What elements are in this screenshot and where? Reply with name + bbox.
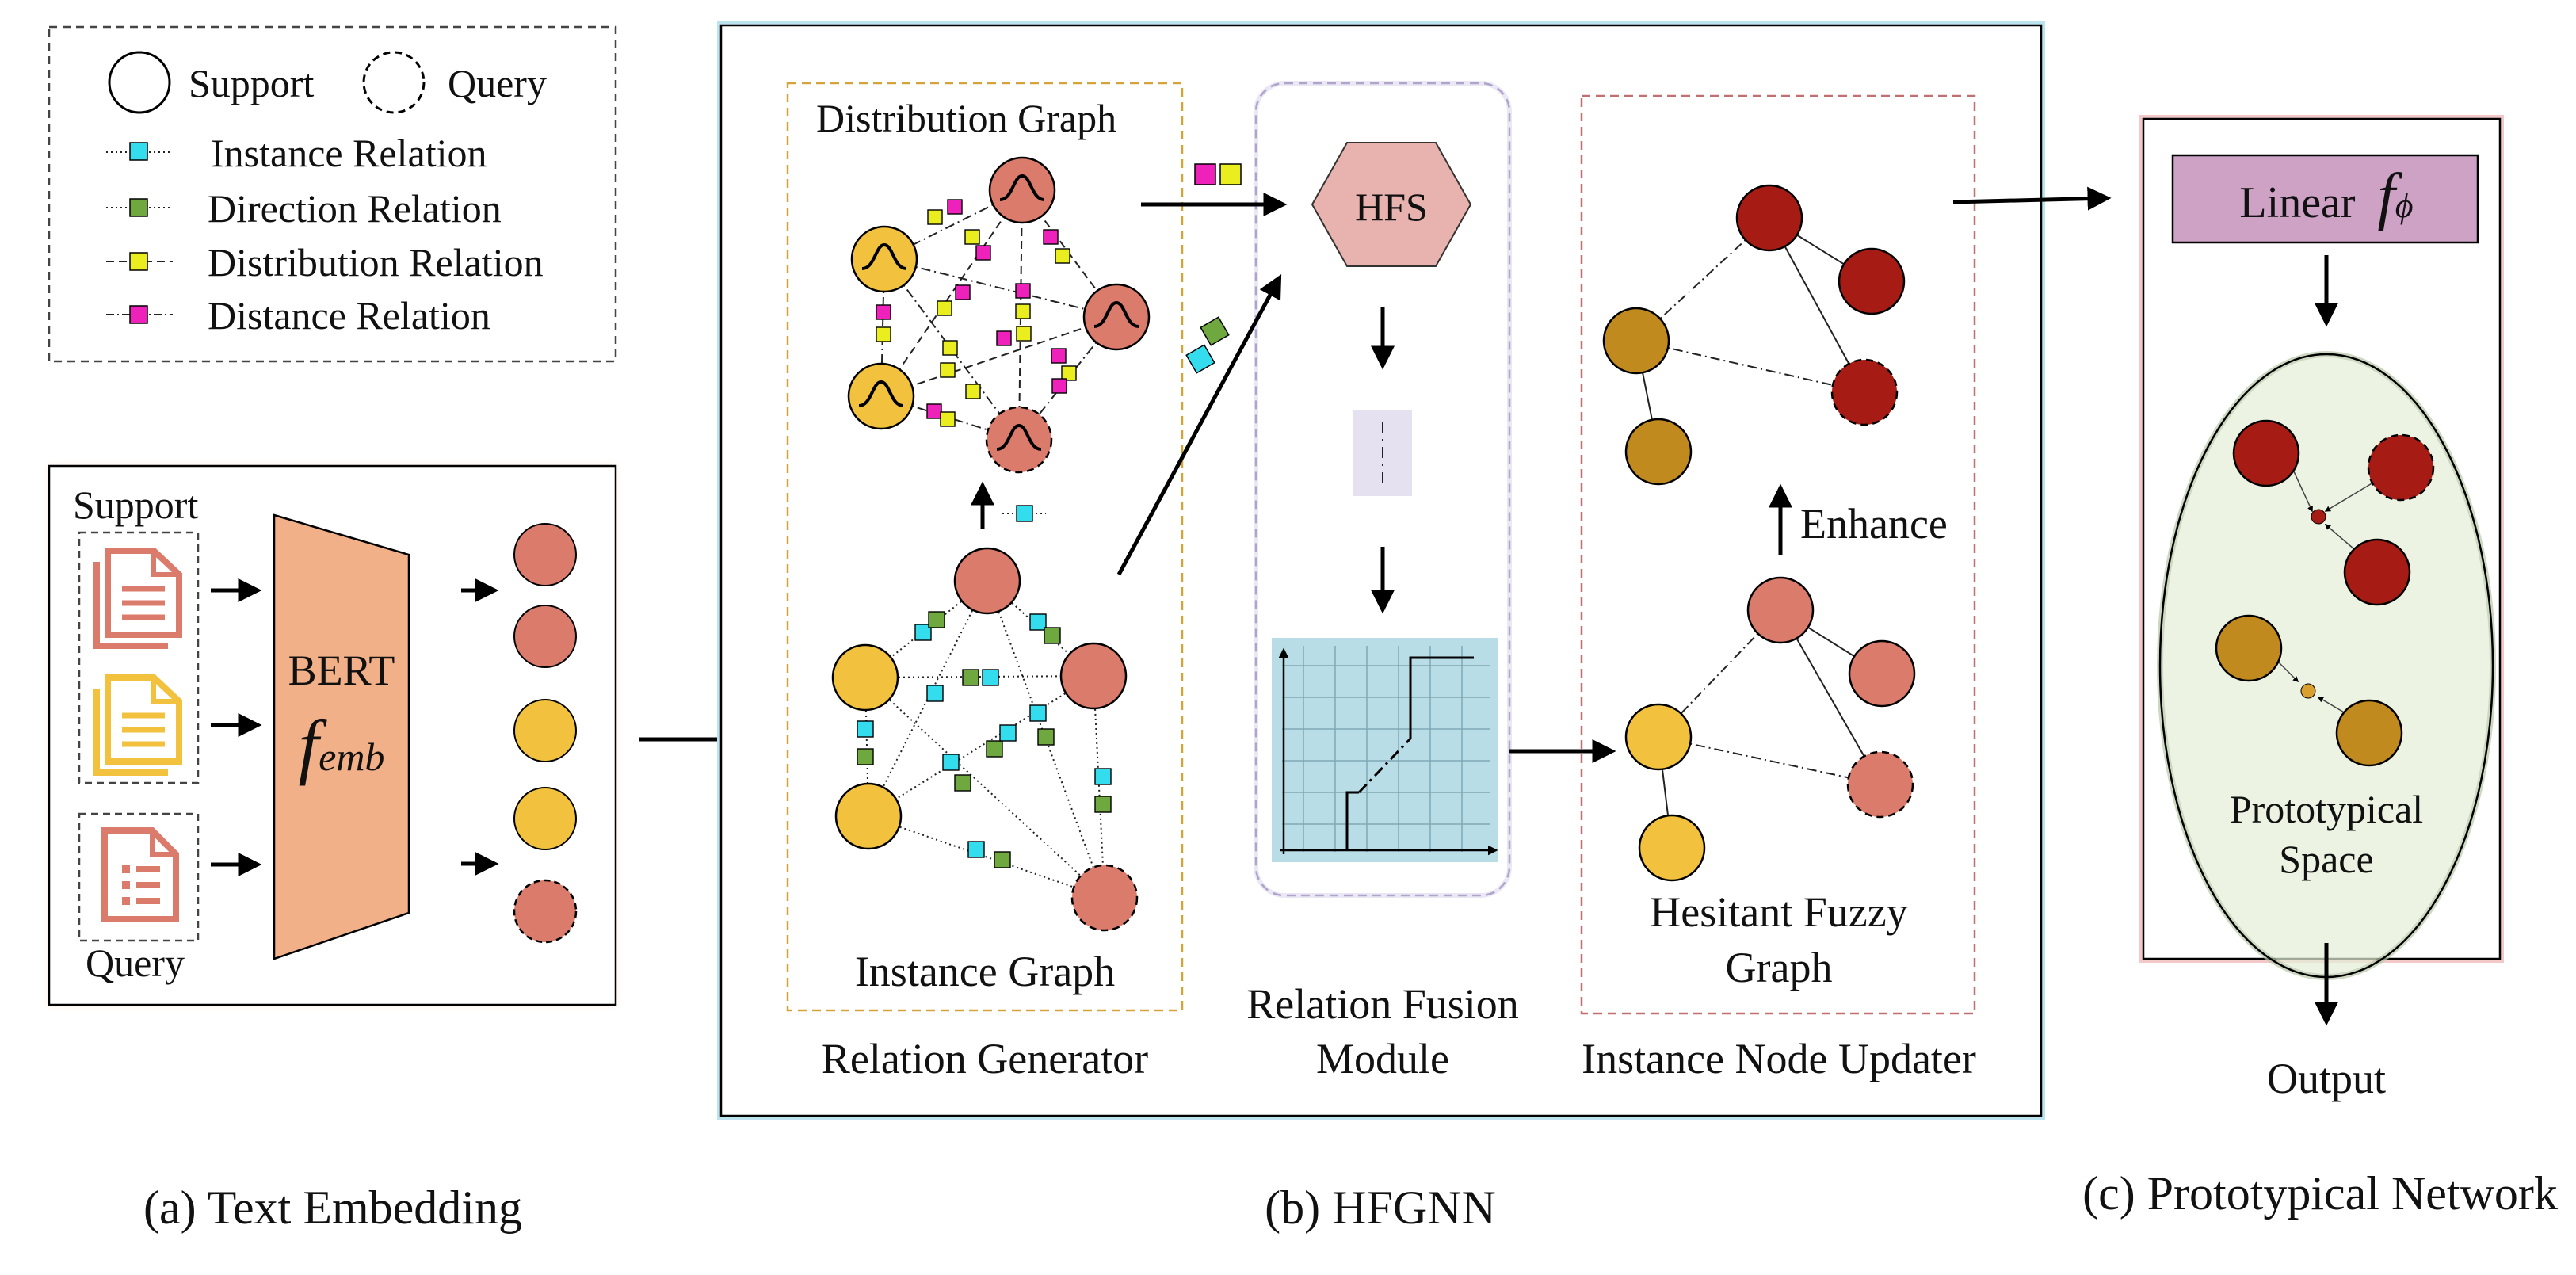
text-embedding-panel <box>48 464 617 1006</box>
instance-node-updater-label: Instance Node Updater <box>1582 1035 1976 1082</box>
class-prototype-point <box>2300 683 2316 699</box>
legend-instance-relation-swatch <box>129 142 148 161</box>
embedding-node <box>513 523 577 586</box>
fuzzy-graph-before <box>1624 576 1916 882</box>
enhanced-node <box>1735 184 1803 252</box>
prototypical-space-label-line2: Space <box>2279 837 2374 881</box>
fuzzy-node <box>1624 703 1693 771</box>
embedding-node <box>513 699 577 762</box>
prototype-node <box>2343 538 2411 606</box>
embedding-node <box>513 605 577 668</box>
class-prototype-point <box>2311 509 2326 525</box>
instance-graph <box>831 547 1139 932</box>
fuzzy-graph-enhanced <box>1602 184 1906 486</box>
enhance-label: Enhance <box>1800 500 1948 548</box>
support-document-icon <box>93 548 182 649</box>
legend-support-label: Support <box>189 61 315 105</box>
instance-node <box>834 782 903 850</box>
legend-distribution-relation-swatch <box>129 252 148 271</box>
legend-query-label: Query <box>448 61 547 105</box>
instance-node <box>831 643 899 712</box>
prototypical-panel <box>2139 115 2504 1026</box>
output-label: Output <box>2266 1055 2387 1102</box>
support-label: Support <box>73 483 199 527</box>
fuzzy-query-node <box>1846 750 1914 819</box>
instance-graph-label: Instance Graph <box>854 948 1116 995</box>
hesitant-fuzzy-label-line1: Hesitant Fuzzy <box>1650 888 1908 936</box>
distribution-graph <box>847 156 1151 474</box>
f-emb-f: f <box>298 705 319 786</box>
enhanced-node <box>1838 247 1906 315</box>
fuzzy-node <box>1746 576 1815 644</box>
legend-box <box>48 25 617 363</box>
relation-generator-label: Relation Generator <box>821 1035 1149 1082</box>
prototype-node <box>2215 614 2283 682</box>
query-label: Query <box>86 941 185 985</box>
hfs-hexagon <box>1311 142 1472 267</box>
enhanced-query-node <box>1830 358 1899 426</box>
distribution-query-node <box>985 406 1053 474</box>
distribution-node <box>847 362 915 430</box>
caption-text-embedding: (a) Text Embedding <box>143 1181 522 1234</box>
hfgnn-panel <box>717 21 2045 1120</box>
linear-text: Linear <box>2239 178 2356 227</box>
f-emb-subscript: emb <box>319 735 385 779</box>
legend-direction-relation-label: Direction Relation <box>208 186 502 231</box>
caption-hfgnn: (b) HFGNN <box>1265 1181 1496 1234</box>
bert-label: BERT <box>288 647 395 694</box>
hfs-label: HFS <box>1355 185 1428 229</box>
legend-query-circle <box>362 51 426 114</box>
hesitant-fuzzy-label-line2: Graph <box>1725 944 1833 991</box>
prototype-node <box>2335 699 2403 767</box>
bert-encoder-block <box>273 513 410 960</box>
distribution-node <box>850 225 918 293</box>
instance-node <box>953 547 1021 615</box>
instance-query-node <box>1070 864 1139 932</box>
legend-distance-relation-swatch <box>129 305 148 324</box>
f-phi-f: f <box>2377 162 2395 231</box>
linear-layer-block <box>2171 154 2479 244</box>
f-phi-subscript: ϕ <box>2395 186 2414 225</box>
distribution-graph-label: Distribution Graph <box>816 96 1117 140</box>
fuzzy-membership-plot <box>1272 638 1498 862</box>
prototypical-space <box>2157 351 2496 980</box>
relation-fusion-label-line2: Module <box>1316 1035 1449 1082</box>
embedding-query-node <box>513 879 578 944</box>
prototype-query-node <box>2367 433 2435 502</box>
f-emb-symbol: femb <box>299 709 385 782</box>
relation-fusion-label-line1: Relation Fusion <box>1246 980 1519 1028</box>
distribution-node <box>1082 283 1151 351</box>
enhanced-node <box>1602 307 1670 375</box>
legend-support-circle <box>108 51 171 114</box>
legend-instance-relation-label: Instance Relation <box>211 131 487 175</box>
distribution-node <box>988 156 1056 224</box>
fuzzy-node <box>1638 814 1706 882</box>
linear-label: Linear fϕ <box>2239 165 2413 238</box>
legend-direction-relation-swatch <box>129 198 148 217</box>
embedding-node <box>513 787 577 850</box>
prototypical-space-label-line1: Prototypical <box>2229 787 2424 831</box>
caption-prototypical-network: (c) Prototypical Network <box>2082 1167 2558 1220</box>
legend-distribution-relation-label: Distribution Relation <box>208 240 544 284</box>
support-document-icon <box>93 674 182 776</box>
hfgnn-to-prototypical-arrow <box>1952 186 2112 211</box>
instance-node <box>1059 642 1128 710</box>
legend-distance-relation-label: Distance Relation <box>208 293 490 338</box>
prototype-node <box>2232 419 2300 487</box>
fuzzy-node <box>1848 639 1916 708</box>
enhanced-node <box>1624 418 1693 486</box>
query-document-icon <box>101 827 179 922</box>
